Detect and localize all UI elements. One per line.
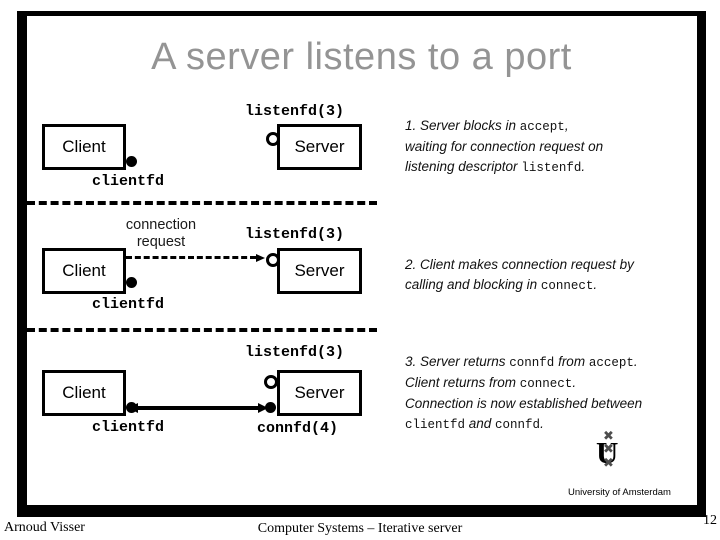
desc-text: . bbox=[633, 354, 638, 369]
desc-text: Client returns from bbox=[405, 375, 520, 390]
uva-cross-icon: ✖ bbox=[603, 456, 614, 471]
clientfd-socket-icon-row1 bbox=[126, 156, 137, 167]
desc-code: listenfd bbox=[521, 161, 582, 175]
connection-request-label: connection request bbox=[125, 217, 197, 250]
desc-text: waiting for connection request on bbox=[405, 139, 604, 154]
desc-text: 3. Server returns bbox=[405, 354, 510, 369]
listenfd-label-row1: listenfd(3) bbox=[245, 103, 345, 120]
desc-code: connect bbox=[540, 279, 594, 293]
connection-arrowhead-right-icon bbox=[258, 403, 268, 413]
step-1-description: 1. Server blocks in accept, waiting for … bbox=[405, 116, 705, 178]
description-line: clientfd and connfd. bbox=[405, 414, 720, 435]
dashed-separator-2 bbox=[27, 328, 377, 332]
step-3-description: 3. Server returns connfd from accept. Cl… bbox=[405, 352, 720, 435]
server-box-label: Server bbox=[294, 383, 345, 402]
listenfd-socket-icon-row3 bbox=[264, 375, 278, 389]
footer-course-title: Computer Systems – Iterative server bbox=[257, 521, 463, 536]
dashed-separator-1 bbox=[27, 201, 377, 205]
desc-text: , bbox=[564, 118, 569, 133]
description-line: waiting for connection request on bbox=[405, 137, 705, 157]
listenfd-socket-icon-row1 bbox=[266, 132, 280, 146]
server-box-label: Server bbox=[294, 137, 345, 156]
desc-code: clientfd bbox=[405, 418, 466, 432]
desc-text: 2. Client makes connection request by bbox=[405, 257, 634, 272]
desc-code: accept bbox=[588, 356, 634, 370]
clientfd-socket-icon-row2 bbox=[126, 277, 137, 288]
footer-author: Arnoud Visser bbox=[4, 520, 85, 535]
description-line: 2. Client makes connection request by bbox=[405, 255, 720, 275]
client-box-label: Client bbox=[62, 137, 106, 156]
institution-name: University of Amsterdam bbox=[568, 487, 671, 498]
description-line: Connection is now established between bbox=[405, 394, 720, 414]
desc-text: . bbox=[593, 277, 598, 292]
server-box-row3: Server bbox=[277, 370, 362, 416]
client-box-label: Client bbox=[62, 261, 106, 280]
client-box-row2: Client bbox=[42, 248, 126, 294]
desc-text: and bbox=[465, 416, 496, 431]
slide-title: A server listens to a port bbox=[151, 36, 572, 78]
slide-frame bbox=[17, 11, 706, 517]
description-line: Client returns from connect. bbox=[405, 373, 720, 394]
clientfd-label-row2: clientfd bbox=[92, 296, 165, 313]
server-box-label: Server bbox=[294, 261, 345, 280]
listenfd-socket-icon-row2 bbox=[266, 253, 280, 267]
desc-text: 1. Server blocks in bbox=[405, 118, 520, 133]
clientfd-label-row3: clientfd bbox=[92, 419, 165, 436]
uva-cross-icon: ✖ bbox=[603, 429, 614, 444]
listenfd-label-row3: listenfd(3) bbox=[245, 344, 345, 361]
page-number: 12 bbox=[703, 513, 717, 528]
desc-code: connect bbox=[519, 377, 573, 391]
connfd-label-row3: connfd(4) bbox=[257, 420, 339, 437]
desc-text: Connection is now established between bbox=[405, 396, 643, 411]
server-box-row2: Server bbox=[277, 248, 362, 294]
client-box-label: Client bbox=[62, 383, 106, 402]
description-line: 1. Server blocks in accept, bbox=[405, 116, 705, 137]
description-line: 3. Server returns connfd from accept. bbox=[405, 352, 720, 373]
desc-code: connfd bbox=[495, 418, 541, 432]
desc-text: . bbox=[581, 159, 586, 174]
connfd-socket-icon-row3 bbox=[265, 402, 276, 413]
server-box-row1: Server bbox=[277, 124, 362, 170]
client-box-row3: Client bbox=[42, 370, 126, 416]
clientfd-label-row1: clientfd bbox=[92, 173, 165, 190]
desc-text: . bbox=[572, 375, 577, 390]
step-2-description: 2. Client makes connection request by ca… bbox=[405, 255, 720, 296]
desc-text: . bbox=[540, 416, 544, 431]
description-line: listening descriptor listenfd. bbox=[405, 157, 705, 178]
uva-logo-u-letter: U bbox=[596, 435, 619, 470]
desc-text: listening descriptor bbox=[405, 159, 522, 174]
client-box-row1: Client bbox=[42, 124, 126, 170]
connection-request-arrow-line bbox=[126, 256, 256, 259]
connection-request-arrowhead-icon bbox=[256, 254, 265, 262]
desc-text: calling and blocking in bbox=[405, 277, 541, 292]
clientfd-socket-icon-row3 bbox=[126, 402, 137, 413]
listenfd-label-row2: listenfd(3) bbox=[245, 226, 345, 243]
uva-logo: U ✖ ✖ ✖ bbox=[595, 430, 629, 480]
uva-cross-icon: ✖ bbox=[603, 442, 614, 457]
desc-text: from bbox=[554, 354, 589, 369]
desc-code: accept bbox=[519, 120, 565, 134]
description-line: calling and blocking in connect. bbox=[405, 275, 720, 296]
desc-code: connfd bbox=[509, 356, 555, 370]
established-connection-line bbox=[136, 406, 264, 410]
